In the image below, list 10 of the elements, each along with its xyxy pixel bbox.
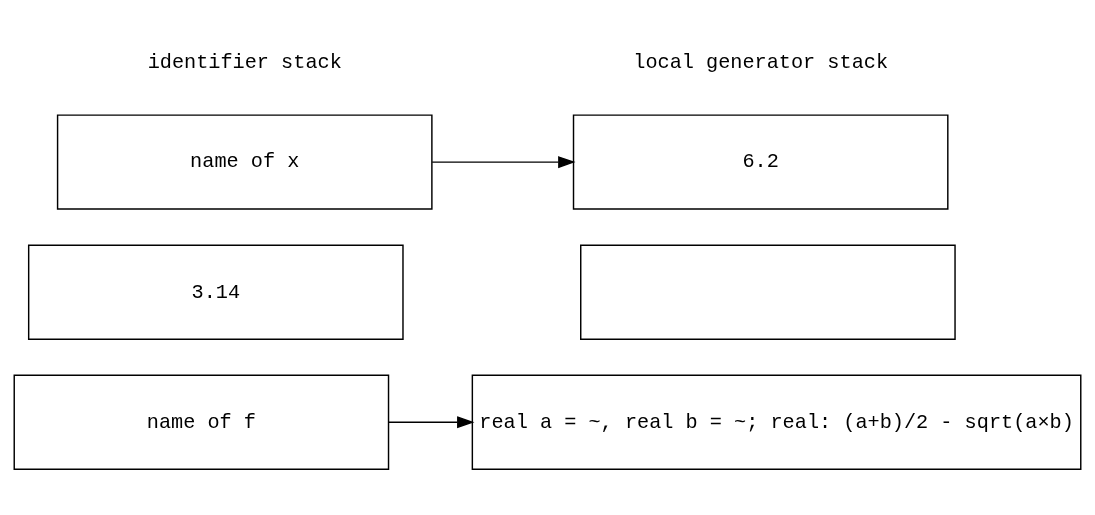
label: local generator stack xyxy=(633,50,889,74)
node-box: 6.2 xyxy=(572,114,949,210)
node-box: name of f xyxy=(13,374,390,470)
node-box: 3.14 xyxy=(27,244,404,340)
node-box: name of x xyxy=(56,114,433,210)
node-box: real a = ~, real b = ~; real: (a+b)/2 - sqrt(a×b) xyxy=(471,374,1082,470)
node-box xyxy=(580,244,956,340)
arrow xyxy=(431,156,576,169)
arrow xyxy=(388,416,475,429)
label: identifier stack xyxy=(147,50,342,74)
